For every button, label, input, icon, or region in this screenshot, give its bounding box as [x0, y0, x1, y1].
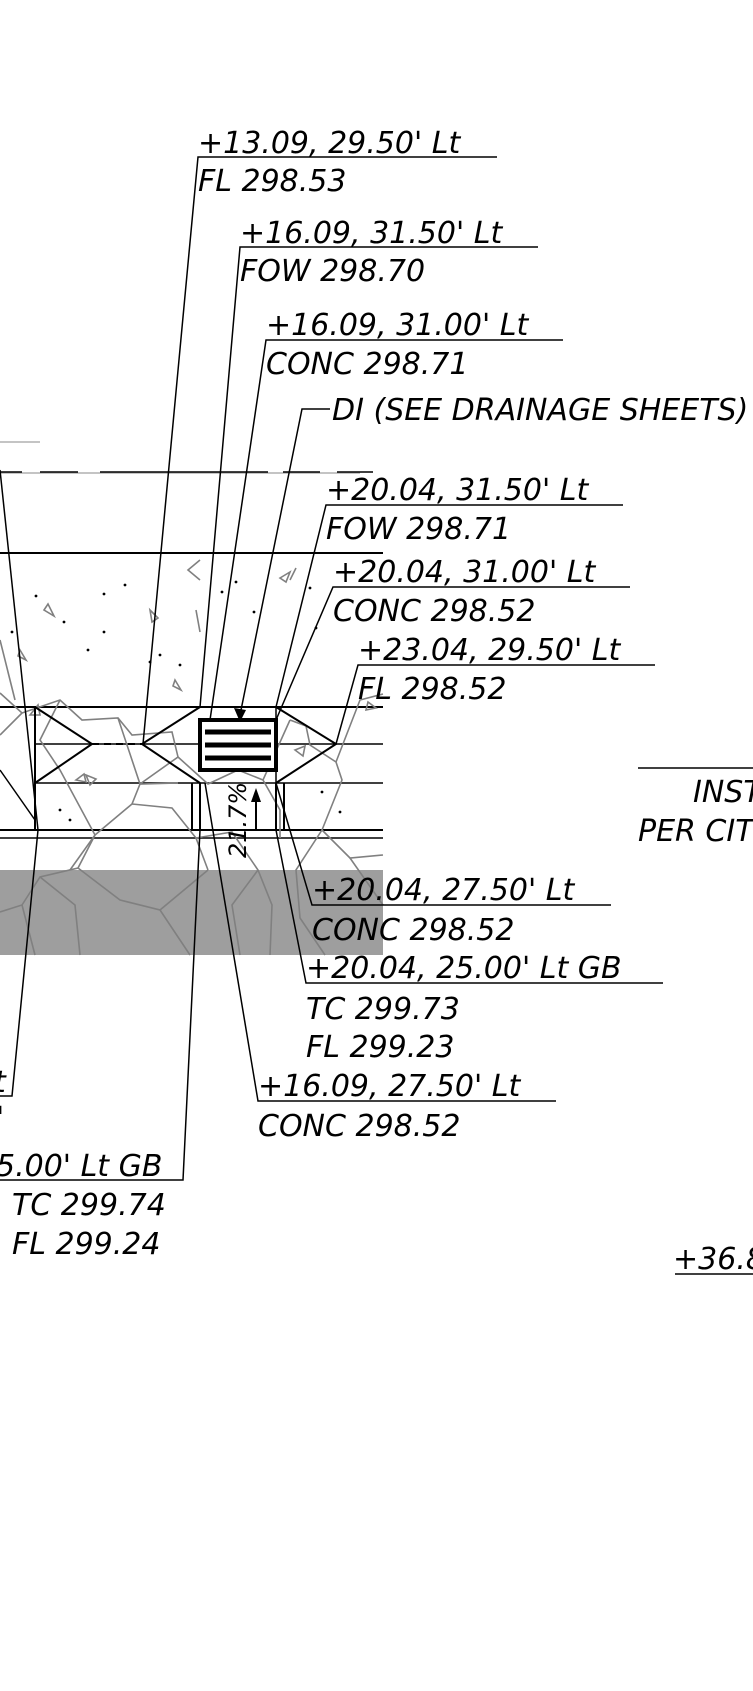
- callout-station-1609-3150: +16.09, 31.50' Lt: [240, 216, 503, 251]
- callout-elev-2004-gb-tc: TC 299.73: [306, 992, 460, 1027]
- callout-elev-left-gb-fl: FL 299.24: [12, 1227, 160, 1262]
- callout-elev-2304-fl: FL 298.52: [358, 672, 506, 707]
- flume-geometry: [34, 706, 338, 830]
- concrete-stipple: [10, 559, 378, 822]
- callout-station-2004-3150: +20.04, 31.50' Lt: [326, 473, 589, 508]
- callout-drop-inlet: DI (SEE DRAINAGE SHEETS): [332, 393, 748, 428]
- callout-elev-2004-conc: CONC 298.52: [333, 594, 535, 629]
- leader-lines: [0, 156, 753, 1275]
- note-left-fragment-2: ': [0, 1101, 4, 1136]
- callout-station-2004-gb: +20.04, 25.00' Lt GB: [306, 951, 622, 986]
- note-left-fragment-1: t: [0, 1065, 7, 1100]
- callout-station-2004-3100: +20.04, 31.00' Lt: [333, 555, 596, 590]
- callout-elev-2004-gb-fl: FL 299.23: [306, 1030, 454, 1065]
- note-inst-line2: PER CIT: [638, 814, 753, 849]
- callout-station-1609-3100: +16.09, 31.00' Lt: [266, 308, 529, 343]
- callout-elev-2004-fow: FOW 298.71: [326, 512, 511, 547]
- plan-linework: [0, 441, 384, 956]
- callout-station-left-gb: 5.00' Lt GB: [0, 1149, 162, 1184]
- callout-station-2304: +23.04, 29.50' Lt: [358, 633, 621, 668]
- callout-elev-1609-fow: FOW 298.70: [240, 254, 425, 289]
- callout-elev-2004-2750-conc: CONC 298.52: [312, 913, 514, 948]
- callout-station-1309: +13.09, 29.50' Lt: [198, 126, 461, 161]
- callout-station-1609-2750: +16.09, 27.50' Lt: [258, 1069, 521, 1104]
- callout-elev-1609-conc: CONC 298.71: [266, 347, 468, 382]
- callout-elev-1309-fl: FL 298.53: [198, 164, 346, 199]
- station-callouts: +13.09, 29.50' Lt FL 298.53 +16.09, 31.5…: [0, 126, 753, 1277]
- note-inst-line1: INST: [693, 775, 753, 810]
- callout-elev-left-gb-tc: TC 299.74: [12, 1188, 166, 1223]
- drop-inlet-grate: [198, 718, 278, 772]
- note-station-partial: +36.8: [673, 1242, 753, 1277]
- slope-arrow: [251, 788, 261, 830]
- callout-elev-1609-2750-conc: CONC 298.52: [258, 1109, 460, 1144]
- callout-station-2004-2750: +20.04, 27.50' Lt: [312, 873, 575, 908]
- slope-label: 21.7%: [224, 782, 252, 858]
